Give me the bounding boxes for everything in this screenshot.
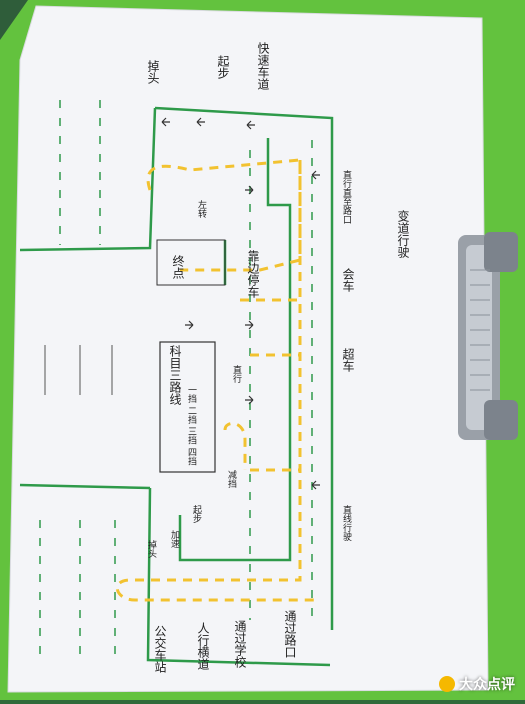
label-limit: 减挡 xyxy=(226,470,236,488)
label-lane-change: 变道行驶 xyxy=(396,210,410,258)
label-end: 终点 xyxy=(171,255,185,279)
label-meet: 会车 xyxy=(341,268,355,292)
label-left-turn: 左转 xyxy=(196,200,206,218)
label-start: 起步 xyxy=(216,55,230,79)
direction-arrows xyxy=(161,117,320,490)
dianping-logo-icon xyxy=(439,676,455,692)
sidewalk-lines xyxy=(44,345,113,395)
label-u-turn-bottom: 掉头 xyxy=(146,540,156,558)
label-bus-stop: 公交车站 xyxy=(153,625,167,673)
exam-route-line xyxy=(116,158,320,602)
label-gear-sequence: 一挡 二挡 三挡 四挡 xyxy=(186,385,196,466)
label-start-lower: 起步 xyxy=(191,505,201,523)
label-straight-intersection: 直行直至路口 xyxy=(341,170,351,224)
label-crosswalk: 人行横道 xyxy=(196,622,210,670)
building-block-icon xyxy=(159,341,216,473)
watermark-text: 大众点评 xyxy=(459,677,515,693)
label-overtake: 超车 xyxy=(341,348,355,372)
metal-clip-icon xyxy=(458,232,518,440)
watermark: 大众点评 xyxy=(439,674,515,694)
paper-sheet xyxy=(7,5,489,693)
label-bus-lane: 快速车道 xyxy=(256,42,270,90)
label-straight-lane: 直行 xyxy=(231,365,241,383)
label-pull-over: 靠边停车 xyxy=(246,250,260,298)
label-u-turn-top: 掉头 xyxy=(146,60,160,84)
label-exam-route: 科目三路线 xyxy=(168,345,182,405)
label-through-school: 通过学校 xyxy=(233,620,247,668)
lane-markings xyxy=(39,100,313,660)
pull-over-zone-icon xyxy=(156,239,226,286)
label-accel: 加速 xyxy=(169,530,179,548)
label-straight-drive: 直线行驶 xyxy=(341,505,351,541)
label-pass-intersection: 通过路口 xyxy=(283,610,297,658)
